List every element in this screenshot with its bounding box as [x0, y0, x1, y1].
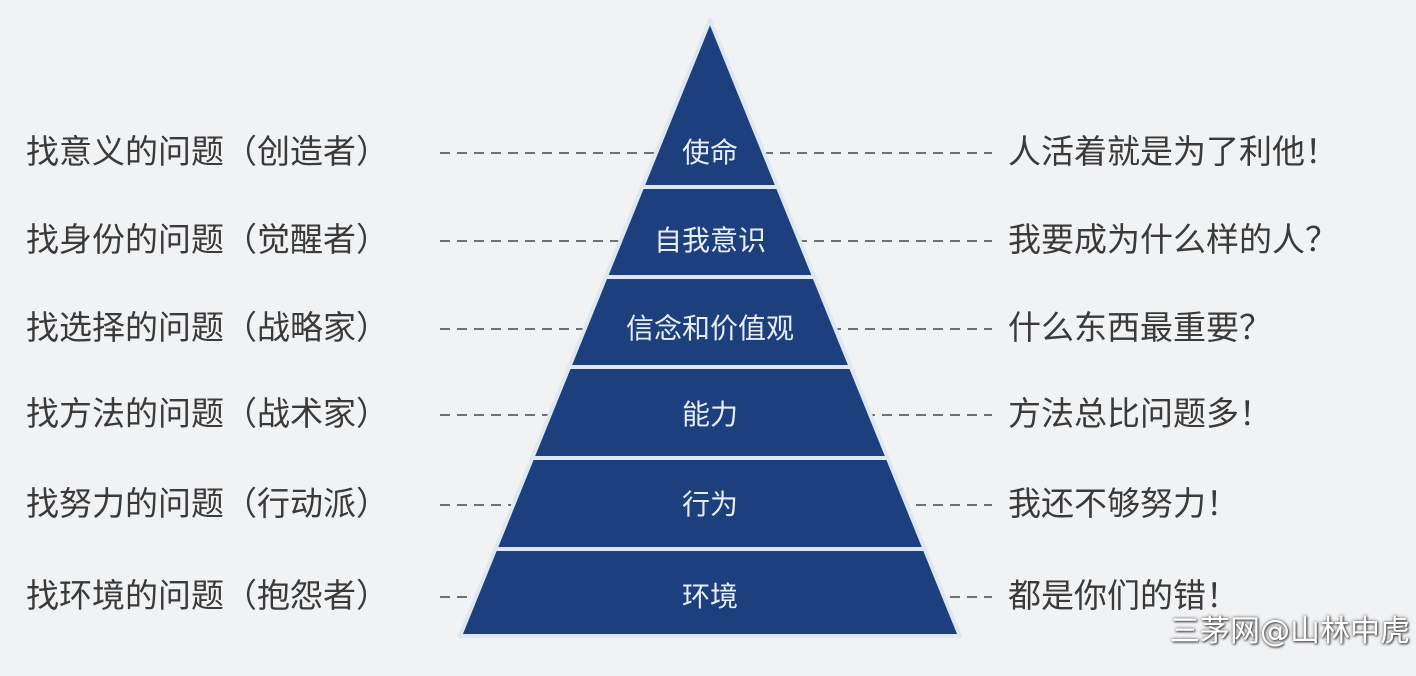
pyramid-level-label: 环境 — [682, 580, 738, 613]
watermark: 三茅网@山林中虎 — [1170, 614, 1410, 649]
question-label: 找环境的问题（抱怨者） — [26, 576, 393, 616]
pyramid-level-label: 信念和价值观 — [626, 312, 794, 345]
pyramid-level-label: 使命 — [682, 136, 738, 169]
answer-label: 都是你们的错！ — [1004, 576, 1243, 616]
answer-label: 什么东西最重要？ — [1004, 308, 1276, 348]
answer-label: 我还不够努力！ — [1004, 484, 1243, 524]
answer-label: 方法总比问题多！ — [1004, 394, 1276, 434]
question-label: 找身份的问题（觉醒者） — [26, 220, 393, 260]
question-label: 找选择的问题（战略家） — [26, 308, 393, 348]
pyramid-level-label: 能力 — [682, 398, 738, 431]
pyramid-level-label: 自我意识 — [654, 224, 766, 257]
pyramid-level-label: 行为 — [682, 488, 738, 521]
answer-label: 人活着就是为了利他！ — [1004, 132, 1342, 172]
question-label: 找努力的问题（行动派） — [26, 484, 393, 524]
question-label: 找意义的问题（创造者） — [26, 132, 393, 172]
answer-label: 我要成为什么样的人？ — [1004, 220, 1342, 260]
pyramid-level — [458, 547, 962, 638]
question-label: 找方法的问题（战术家） — [26, 394, 393, 434]
